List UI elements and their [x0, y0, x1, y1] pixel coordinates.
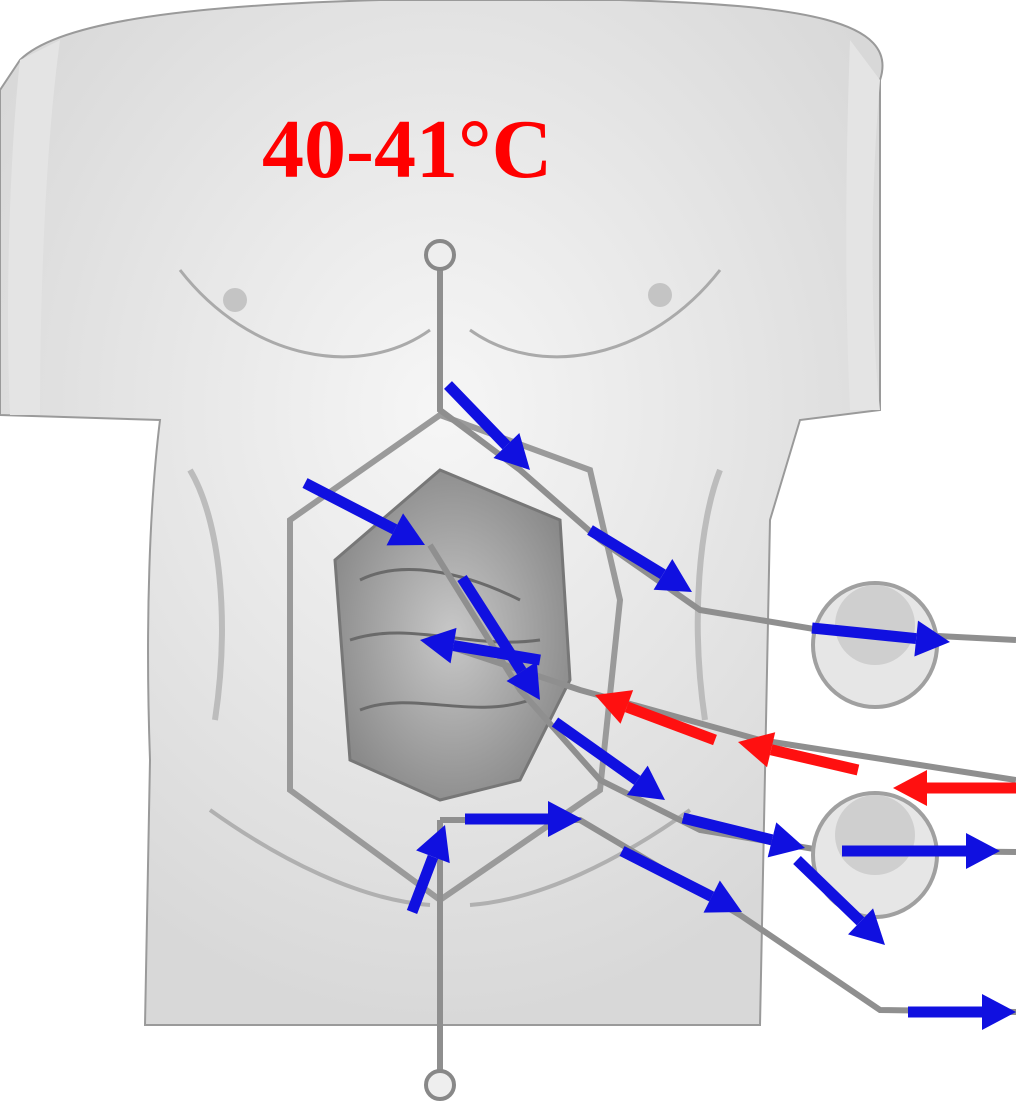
arrow-outflow-lower-2-head: [703, 880, 742, 913]
arrow-outflow-mid-1: [302, 478, 425, 546]
arrow-outflow-lower-5-head: [420, 627, 457, 664]
arrow-outflow-upper-2: [587, 525, 692, 592]
arrow-outflow-mid-4-head: [767, 822, 805, 858]
arrow-inflow-1-shaft: [624, 701, 717, 746]
arrow-outflow-mid-3: [551, 717, 665, 800]
port-bottom: [424, 1069, 456, 1101]
flow-arrows: [302, 381, 1016, 1030]
arrow-outflow-lower-5: [420, 627, 541, 666]
arrow-inflow-2-head: [738, 732, 776, 768]
arm-left: [8, 40, 61, 415]
arrow-outflow-mid-6-shaft: [406, 854, 439, 914]
arrow-outflow-lower-3: [793, 856, 885, 945]
arrow-outflow-lower-2: [619, 846, 742, 913]
arrow-outflow-lower-2-shaft: [619, 846, 715, 902]
arrow-outflow-mid-6-head: [416, 825, 450, 864]
temperature-label: 40-41°C: [262, 103, 553, 196]
arrow-outflow-mid-6: [406, 825, 450, 914]
arrow-outflow-lower-5-shaft: [452, 640, 541, 666]
arrow-outflow-upper-1-shaft: [444, 381, 511, 450]
arrow-outflow-lower-1-head: [548, 801, 582, 837]
arrow-outflow-upper-1: [444, 381, 530, 470]
arrow-outflow-mid-4: [681, 812, 805, 858]
arrow-inflow-3: [893, 770, 1016, 806]
tube-inflow: [429, 637, 1016, 783]
arrow-outflow-lower-3-head: [848, 908, 885, 945]
arrow-outflow-lower-4: [908, 994, 1016, 1030]
arrow-outflow-upper-3-shaft: [811, 622, 917, 645]
arrow-outflow-mid-3-head: [626, 765, 665, 800]
arrow-outflow-mid-5-head: [966, 833, 1000, 869]
arrow-outflow-lower-3-shaft: [793, 856, 865, 926]
arrow-outflow-mid-1-head: [386, 513, 425, 546]
arrow-outflow-mid-2-head: [506, 661, 540, 700]
arm-right: [846, 40, 880, 410]
arrow-outflow-mid-5: [842, 833, 1000, 869]
arrow-outflow-mid-3-shaft: [551, 717, 641, 785]
port-top: [424, 239, 456, 271]
arrow-inflow-3-head: [893, 770, 927, 806]
arrow-inflow-2: [738, 732, 860, 776]
arrow-outflow-upper-2-shaft: [587, 525, 666, 580]
arrow-outflow-upper-1-head: [493, 433, 530, 470]
pectoral-left: [178, 269, 431, 359]
arrow-outflow-upper-3: [811, 620, 950, 657]
arrow-outflow-lower-1: [465, 801, 582, 837]
nipple-left: [223, 288, 247, 312]
arrow-outflow-upper-3-head: [914, 620, 950, 657]
arrow-outflow-upper-2-head: [653, 558, 692, 592]
arrow-inflow-1: [595, 690, 717, 746]
arrow-outflow-mid-1-shaft: [302, 478, 398, 535]
arrow-inflow-1-head: [595, 690, 634, 724]
pectoral-right: [469, 269, 722, 359]
nipple-right: [648, 283, 672, 307]
arrow-outflow-mid-4-shaft: [681, 812, 774, 846]
arrow-inflow-2-shaft: [769, 744, 860, 776]
arrow-outflow-lower-4-head: [982, 994, 1016, 1030]
